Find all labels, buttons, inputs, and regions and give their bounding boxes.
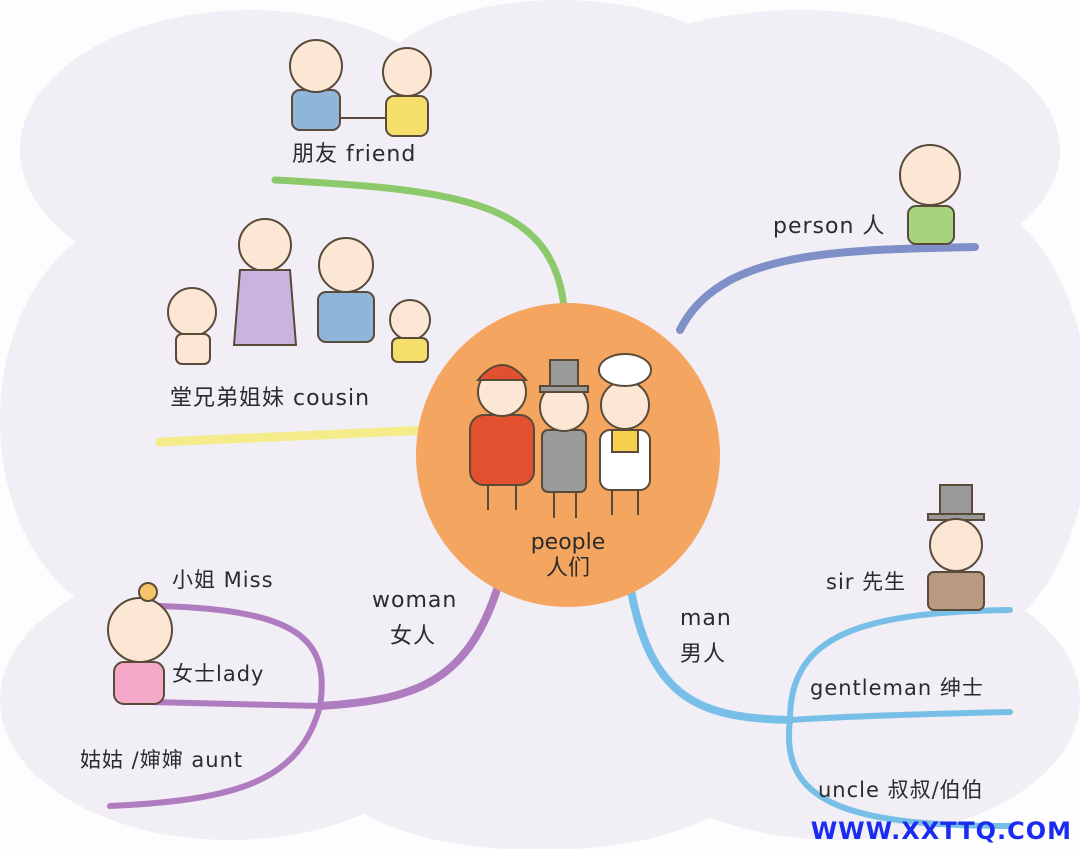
sir-illustration [927,484,985,611]
label-person: person 人 [773,214,886,239]
branch-cousin-line [155,425,435,447]
label-man-en: man [680,606,732,631]
center-characters-illustration [469,353,652,518]
woman-illustration [107,582,173,705]
label-woman-zh: 女人 [390,624,437,649]
label-cousin: 堂兄弟姐妹 cousin [170,386,371,411]
branch-man-gentleman [787,709,1013,723]
watermark: WWW.XXTTQ.COM [810,817,1072,845]
friend-illustration [289,39,432,137]
center-label-en: people [530,530,606,555]
label-sir: sir 先生 [826,570,907,594]
label-friend: 朋友 friend [292,142,417,167]
label-lady: 女士lady [172,662,265,686]
label-woman-en: woman [372,588,458,613]
branch-woman-line [316,576,504,710]
person-illustration [899,144,961,245]
branch-man-line [626,581,794,724]
label-aunt: 姑姑 /婶婶 aunt [80,748,244,772]
label-miss: 小姐 Miss [172,568,274,592]
branch-person-line [676,243,979,334]
label-man-zh: 男人 [680,642,727,667]
center-label-zh: 人们 [545,556,590,582]
label-gentleman: gentleman 绅士 [810,676,984,700]
branch-woman-miss [157,603,325,709]
branch-man-sir [787,607,1013,723]
branch-woman-aunt [107,703,323,809]
branch-woman-lady [147,699,323,709]
center-label: people 人们 [518,530,618,583]
cousin-family-illustration [167,218,431,365]
label-uncle: uncle 叔叔/伯伯 [818,778,984,802]
branch-man-uncle [785,717,1013,829]
branch-friend-line [271,176,569,324]
